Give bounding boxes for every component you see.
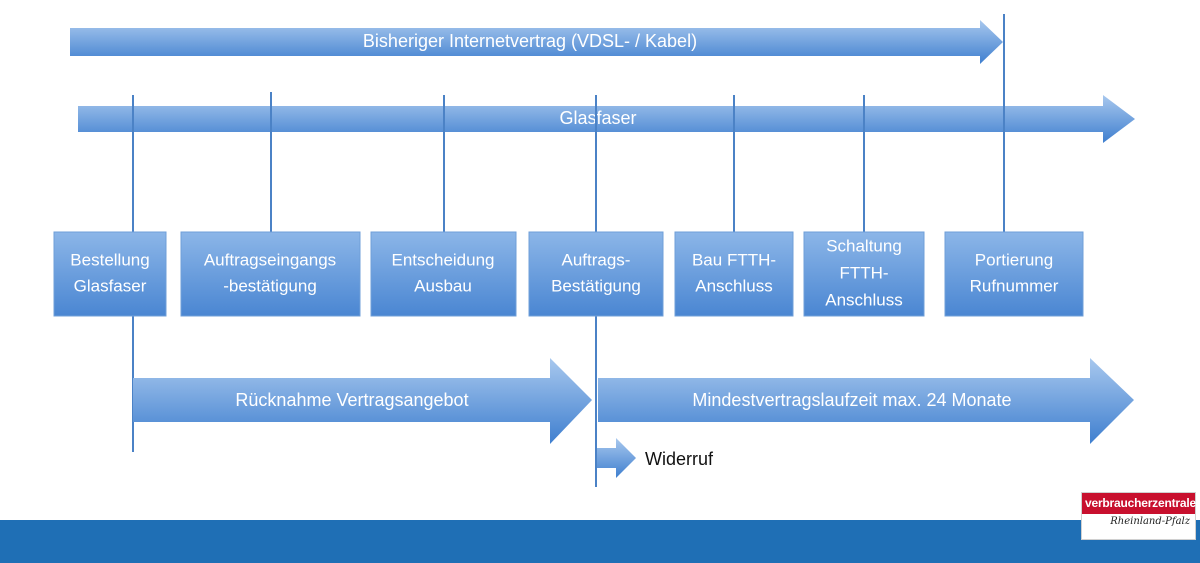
glasfaser-arrow: Glasfaser: [78, 95, 1135, 143]
step-auftragseingang: Auftragseingangs -bestätigung: [180, 231, 361, 317]
step-portierung: Portierung Rufnummer: [944, 231, 1084, 317]
internet-contract-arrow: Bisheriger Internetvertrag (VDSL- / Kabe…: [70, 20, 1003, 64]
widerruf-label: Widerruf: [645, 449, 714, 469]
step-label-line: Entscheidung: [391, 250, 494, 269]
mindestlaufzeit-arrow: Mindestvertragslaufzeit max. 24 Monate: [598, 358, 1134, 444]
ruecknahme-label: Rücknahme Vertragsangebot: [235, 390, 468, 410]
step-auftragsbestaetigung: Auftrags- Bestätigung: [528, 231, 664, 317]
step-label-line: Rufnummer: [970, 276, 1059, 295]
step-label-line: FTTH-: [839, 263, 888, 282]
mindestlaufzeit-label: Mindestvertragslaufzeit max. 24 Monate: [692, 390, 1011, 410]
step-boxes: Bestellung Glasfaser Auftragseingangs -b…: [53, 231, 1084, 317]
step-label-line: Auftrags-: [562, 250, 631, 269]
step-label-line: Ausbau: [414, 276, 472, 295]
step-label-line: Bestätigung: [551, 276, 641, 295]
logo-region: Rheinland-Pfalz: [1110, 516, 1190, 527]
step-label-line: Bestellung: [70, 250, 149, 269]
step-label-line: Bau FTTH-: [692, 250, 776, 269]
step-label-line: Anschluss: [695, 276, 772, 295]
step-bestellung: Bestellung Glasfaser: [53, 231, 167, 317]
step-schaltung: Schaltung FTTH- Anschluss: [803, 231, 925, 317]
step-label-line: -bestätigung: [223, 276, 317, 295]
step-label-line: Auftragseingangs: [204, 250, 336, 269]
step-label-line: Schaltung: [826, 236, 902, 255]
internet-contract-label: Bisheriger Internetvertrag (VDSL- / Kabe…: [363, 31, 697, 51]
step-label-line: Portierung: [975, 250, 1053, 269]
widerruf-arrow: Widerruf: [597, 438, 714, 478]
step-label-line: Glasfaser: [74, 276, 147, 295]
ruecknahme-arrow: Rücknahme Vertragsangebot: [133, 358, 592, 444]
verbraucherzentrale-logo: verbraucherzentrale Rheinland-Pfalz: [1081, 492, 1196, 540]
logo-wordmark: verbraucherzentrale: [1082, 493, 1196, 514]
step-bau: Bau FTTH- Anschluss: [674, 231, 794, 317]
step-label-line: Anschluss: [825, 290, 902, 309]
step-entscheidung: Entscheidung Ausbau: [370, 231, 517, 317]
footer-band: [0, 520, 1200, 563]
glasfaser-label: Glasfaser: [559, 108, 636, 128]
